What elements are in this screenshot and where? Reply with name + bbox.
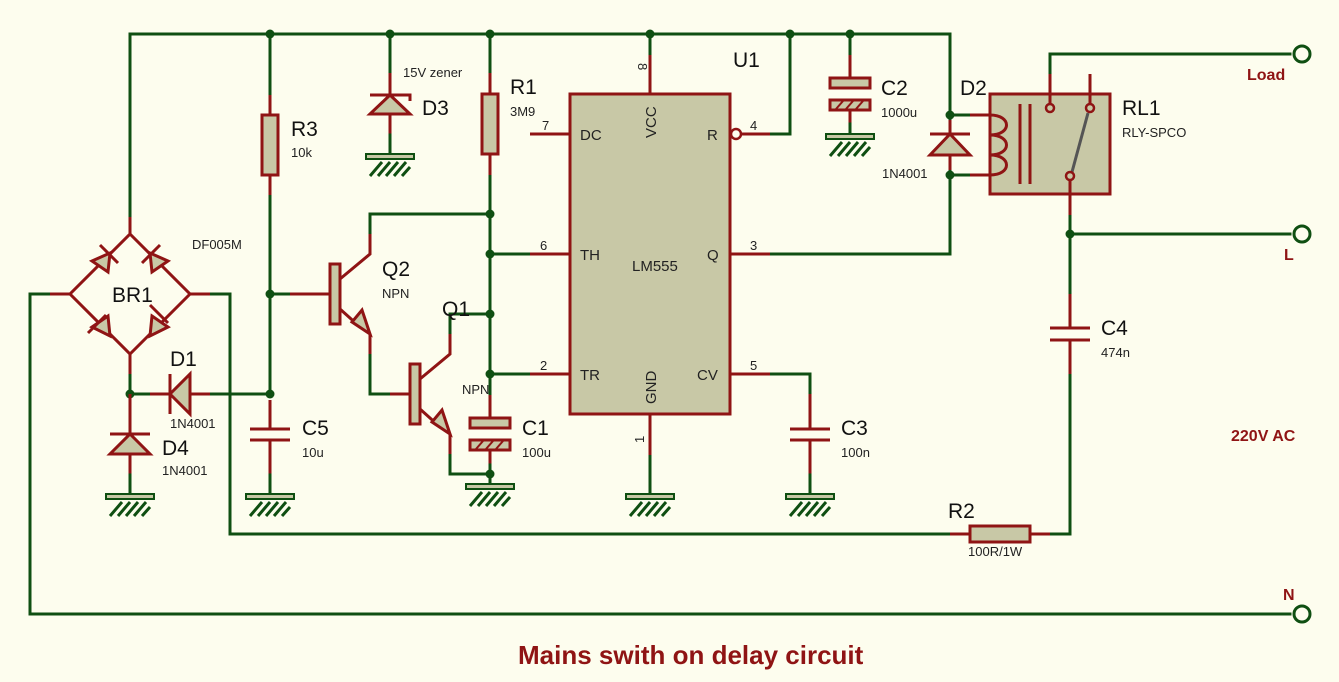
- c4-value: 474n: [1101, 345, 1130, 360]
- relay-rl1[interactable]: RL1 RLY-SPCO: [970, 74, 1186, 215]
- pin-7-num: 7: [542, 118, 549, 133]
- br1-value: DF005M: [192, 237, 242, 252]
- c2-ref: C2: [881, 77, 908, 100]
- zener-diode-d3[interactable]: 15V zener D3: [364, 65, 463, 178]
- terminal-load[interactable]: Load: [1247, 44, 1312, 84]
- pin-th-label: TH: [580, 247, 600, 264]
- r3-ref: R3: [291, 118, 318, 141]
- q2-ref: Q2: [382, 258, 410, 281]
- pin-cv-label: CV: [697, 367, 718, 384]
- ic-u1-lm555[interactable]: 7 8 4 6 3 2 5 1 DC VCC R TH Q TR CV GND …: [530, 49, 770, 518]
- pin-3-num: 3: [750, 238, 757, 253]
- capacitor-c2[interactable]: C2 1000u: [824, 55, 917, 158]
- u1-value: LM555: [632, 258, 678, 275]
- bridge-rectifier-br1[interactable]: BR1 DF005M: [50, 217, 242, 374]
- q1-ref: Q1: [442, 298, 470, 321]
- u1-ref: U1: [733, 49, 760, 72]
- load-label: Load: [1247, 67, 1285, 84]
- terminal-neutral[interactable]: N: [1283, 587, 1312, 624]
- q1-value: NPN: [462, 382, 489, 397]
- c4-ref: C4: [1101, 317, 1128, 340]
- br1-ref: BR1: [112, 284, 153, 307]
- diode-d4[interactable]: D4 1N4001: [104, 394, 208, 518]
- transistor-q2[interactable]: Q2 NPN: [290, 234, 410, 354]
- line-label: L: [1284, 247, 1294, 264]
- c1-ref: C1: [522, 417, 549, 440]
- capacitor-c5[interactable]: C5 10u: [244, 400, 329, 518]
- terminal-line[interactable]: L: [1284, 224, 1312, 264]
- supply-label: 220V AC: [1231, 428, 1296, 445]
- d1-value: 1N4001: [170, 416, 216, 431]
- resistor-r1[interactable]: R1 3M9: [480, 73, 537, 175]
- rl1-value: RLY-SPCO: [1122, 125, 1186, 140]
- rl1-ref: RL1: [1122, 97, 1161, 120]
- capacitor-c4[interactable]: C4 474n: [1050, 294, 1130, 374]
- resistor-r2[interactable]: R2 100R/1W: [948, 500, 1050, 559]
- d2-value: 1N4001: [882, 166, 928, 181]
- pin-6-num: 6: [540, 238, 547, 253]
- d4-value: 1N4001: [162, 463, 208, 478]
- pin-8-num: 8: [635, 63, 650, 70]
- resistor-r3[interactable]: R3 10k: [260, 95, 318, 195]
- c3-ref: C3: [841, 417, 868, 440]
- c3-value: 100n: [841, 445, 870, 460]
- c5-ref: C5: [302, 417, 329, 440]
- c2-value: 1000u: [881, 105, 917, 120]
- d2-ref: D2: [960, 77, 987, 100]
- transistor-q1[interactable]: Q1 NPN: [390, 298, 489, 454]
- capacitor-c1[interactable]: C1 100u: [464, 395, 551, 508]
- diode-d2[interactable]: D2 1N4001: [882, 77, 987, 181]
- pin-5-num: 5: [750, 358, 757, 373]
- pin-q-label: Q: [707, 247, 719, 264]
- d1-ref: D1: [170, 348, 197, 371]
- c5-value: 10u: [302, 445, 324, 460]
- r1-ref: R1: [510, 76, 537, 99]
- c1-value: 100u: [522, 445, 551, 460]
- d4-ref: D4: [162, 437, 189, 460]
- pin-r-label: R: [707, 127, 718, 144]
- pin-4-num: 4: [750, 118, 757, 133]
- r1-value: 3M9: [510, 104, 535, 119]
- capacitor-c3[interactable]: C3 100n: [784, 394, 870, 518]
- diode-d1[interactable]: D1 1N4001: [150, 348, 216, 431]
- pin-tr-label: TR: [580, 367, 600, 384]
- neutral-label: N: [1283, 587, 1295, 604]
- q2-value: NPN: [382, 286, 409, 301]
- pin-1-num: 1: [632, 436, 647, 443]
- d3-value: 15V zener: [403, 65, 463, 80]
- d3-ref: D3: [422, 97, 449, 120]
- pin-2-num: 2: [540, 358, 547, 373]
- junctions: [125, 29, 1075, 479]
- r2-value: 100R/1W: [968, 544, 1023, 559]
- pin-vcc-label: VCC: [643, 106, 660, 138]
- pin-dc-label: DC: [580, 127, 602, 144]
- r3-value: 10k: [291, 145, 312, 160]
- pin-gnd-label: GND: [643, 371, 660, 405]
- r2-ref: R2: [948, 500, 975, 523]
- diagram-title: Mains swith on delay circuit: [518, 640, 864, 670]
